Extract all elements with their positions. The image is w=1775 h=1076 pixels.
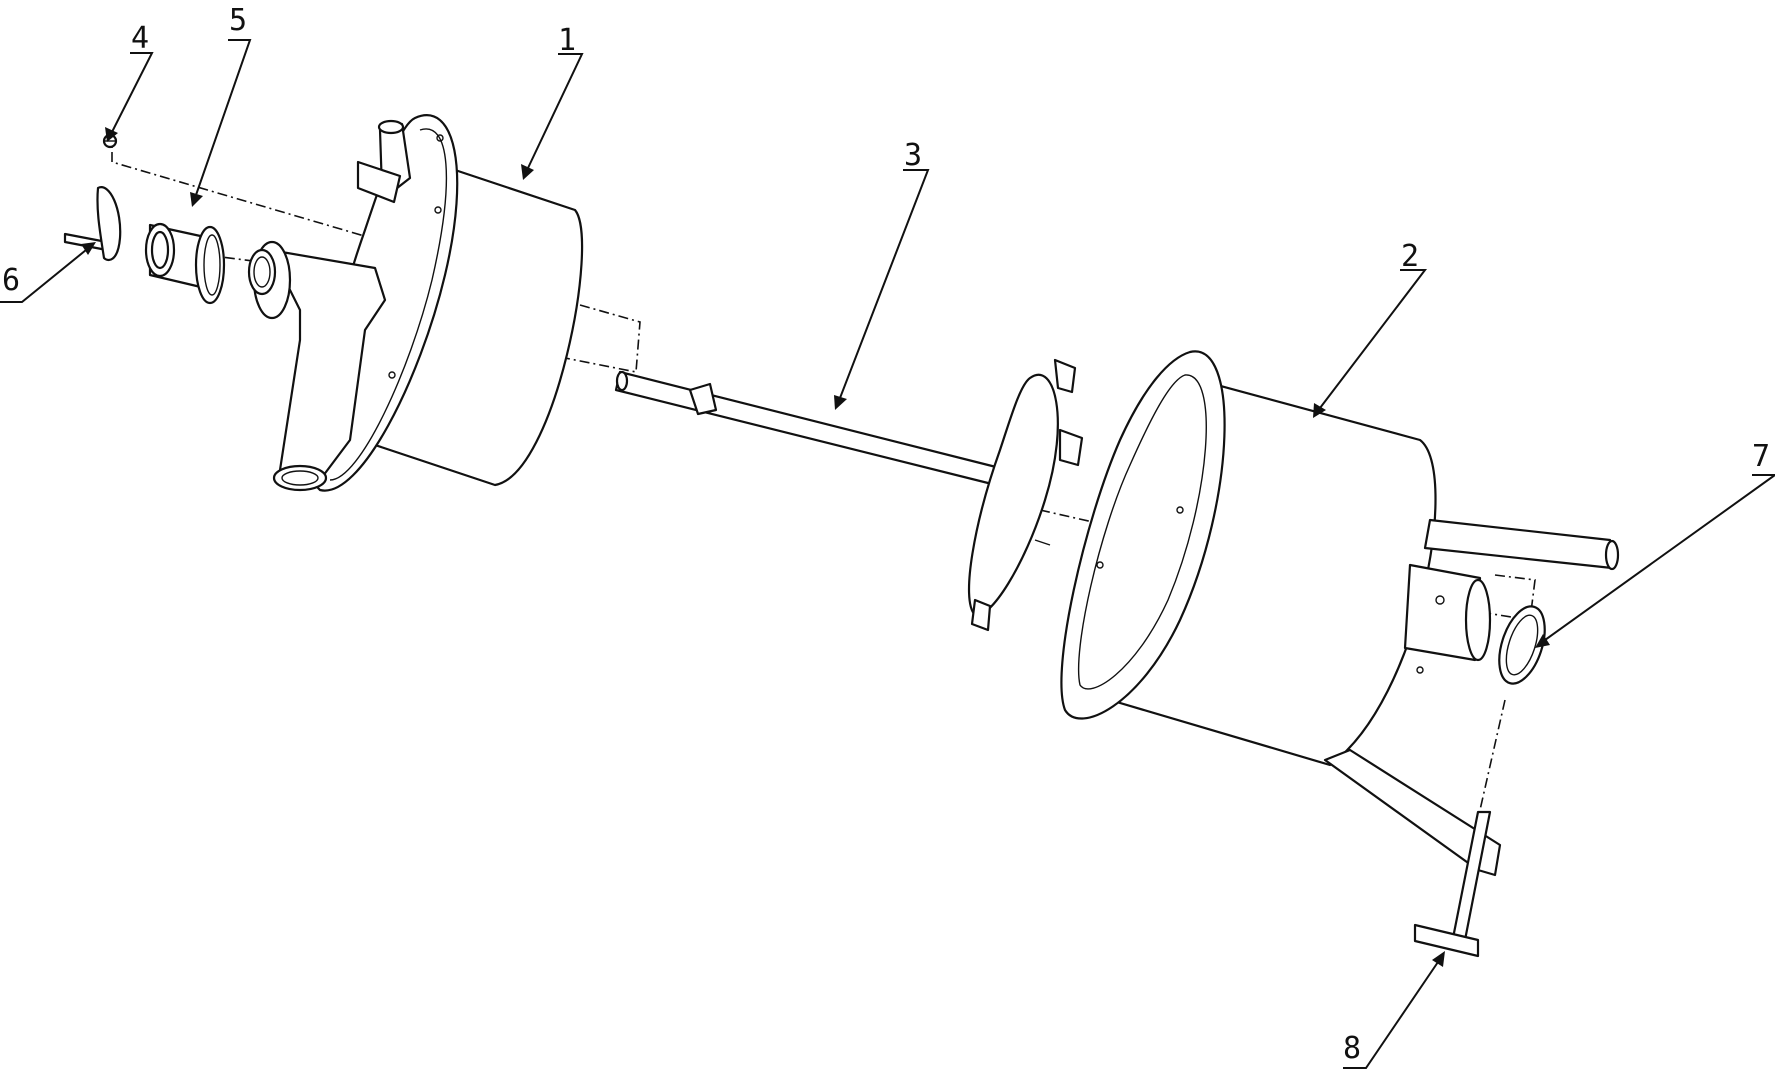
part-3-shaft-impeller: [614, 358, 1084, 632]
callout-2: 2: [1401, 239, 1419, 274]
callout-8: 8: [1343, 1031, 1361, 1066]
callout-4: 4: [131, 21, 149, 56]
callout-6: 6: [2, 263, 20, 298]
callout-labels: 1 2 3 4 5 6 7 8: [2, 3, 1770, 1066]
callout-7: 7: [1752, 439, 1770, 474]
callout-leaders: [0, 39, 1775, 1069]
part-5-bushing: [144, 222, 226, 305]
callout-1: 1: [558, 23, 576, 58]
part-8-t-handle: [1413, 810, 1492, 958]
callout-5: 5: [229, 3, 247, 38]
part-2-casing: [1060, 350, 1620, 877]
part-7-ring: [1498, 605, 1546, 685]
callout-3: 3: [904, 138, 922, 173]
part-1-housing: [247, 114, 584, 492]
part-6-paddle: [63, 186, 122, 262]
